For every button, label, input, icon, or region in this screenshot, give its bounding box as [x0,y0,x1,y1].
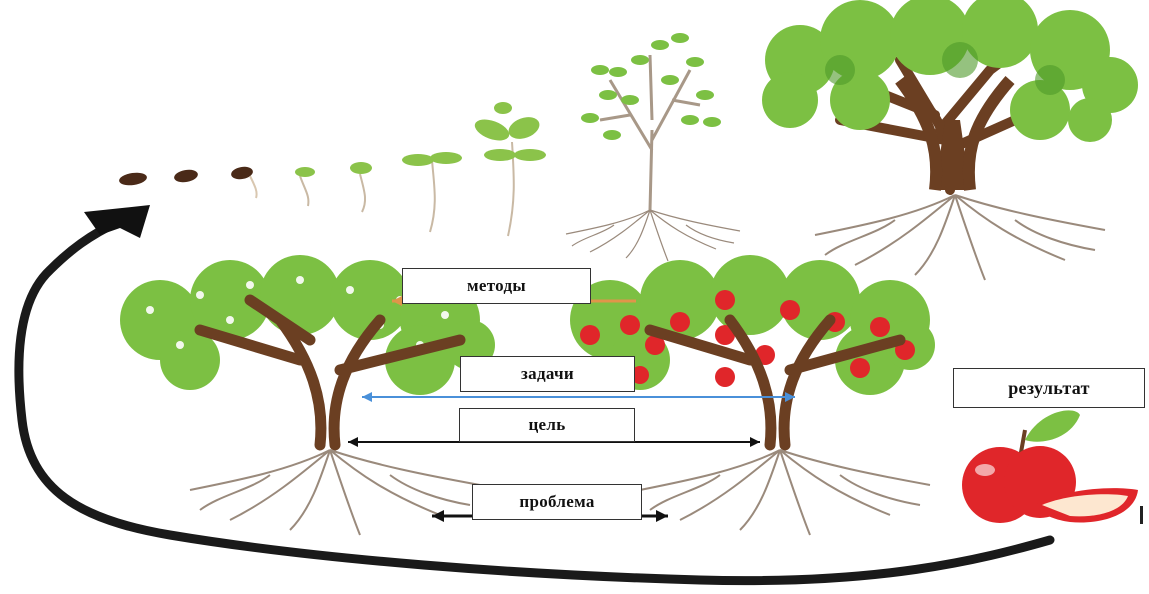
problem-label: проблема [472,484,642,520]
sprout-icon [295,102,546,237]
methods-label: методы [402,268,591,304]
tasks-arrow [362,392,795,402]
mature-tree-icon [762,0,1138,281]
goal-label: цель [459,408,635,442]
apple-icon [962,410,1138,523]
seed-icon [119,166,258,199]
cycle-arrow [14,205,1055,586]
blossom-tree-icon [120,255,495,536]
result-label: результат [953,368,1145,408]
tasks-label: задачи [460,356,635,392]
sapling-icon [565,33,741,262]
side-mark [1140,506,1143,524]
goal-arrow [348,437,760,447]
